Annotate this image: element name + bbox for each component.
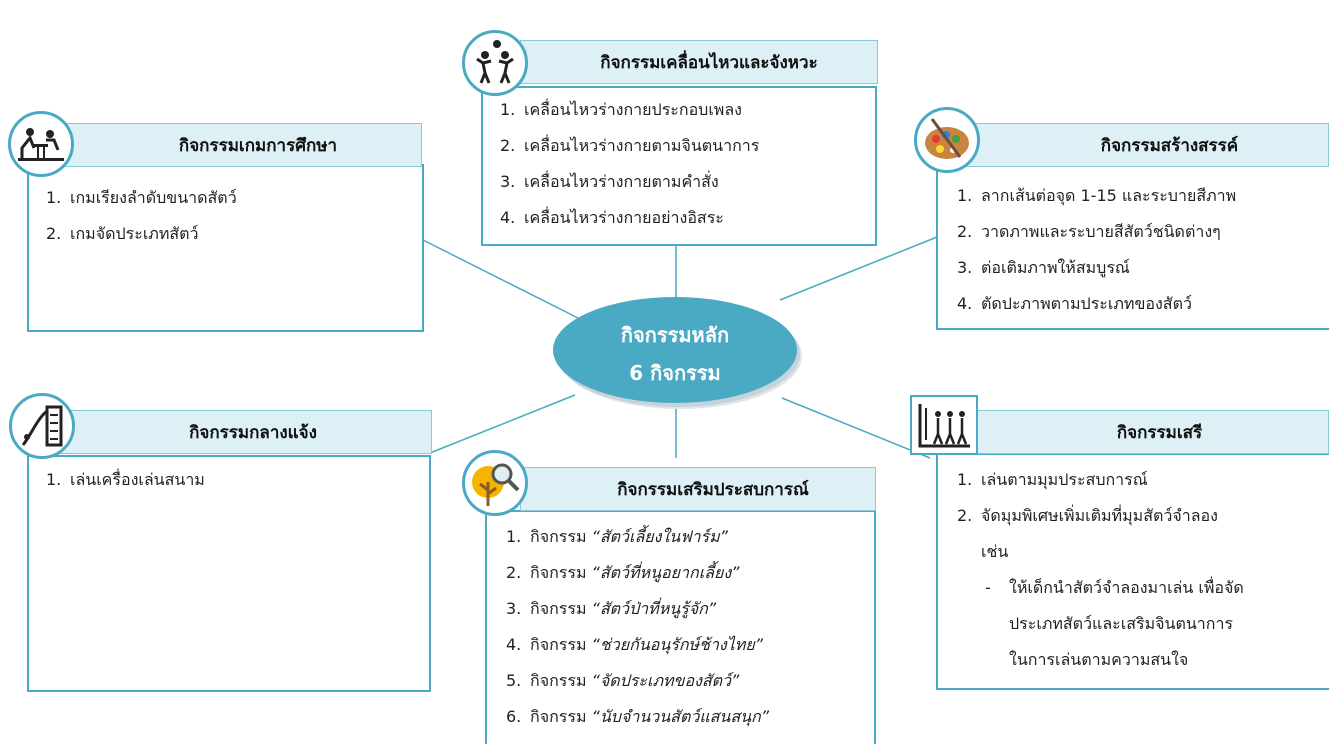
connector-bottom-right bbox=[781, 397, 931, 459]
experience-title: กิจกรรมเสริมประสบการณ์ bbox=[617, 479, 809, 500]
movement-list: 1.เคลื่อนไหวร่างกายประกอบเพลง 2.เคลื่อนไ… bbox=[500, 92, 759, 236]
list-item: 3.เคลื่อนไหวร่างกายตามคำสั่ง bbox=[500, 172, 719, 191]
movement-box bbox=[481, 86, 877, 246]
list-item: 1.เคลื่อนไหวร่างกายประกอบเพลง bbox=[500, 100, 742, 119]
free-play-header: กิจกรรมเสรี bbox=[960, 410, 1329, 454]
outdoor-list: 1.เล่นเครื่องเล่นสนาม bbox=[46, 462, 205, 498]
list-item: 5.กิจกรรม “จัดประเภทของสัตว์” bbox=[506, 671, 740, 690]
creative-list: 1.ลากเส้นต่อจุด 1-15 และระบายสีภาพ 2.วาด… bbox=[957, 178, 1236, 322]
list-item: 2.กิจกรรม “สัตว์ที่หนูอยากเลี้ยง” bbox=[506, 563, 740, 582]
list-item: 6.กิจกรรม “นับจำนวนสัตว์แสนสนุก” bbox=[506, 707, 770, 726]
list-item: 2.จัดมุมพิเศษเพิ่มเติมที่มุมสัตว์จำลอง bbox=[957, 506, 1218, 525]
paint-palette-icon bbox=[914, 107, 980, 173]
creative-box bbox=[936, 162, 1329, 330]
list-item: 4.กิจกรรม “ช่วยกันอนุรักษ์ช้างไทย” bbox=[506, 635, 763, 654]
playground-slide-icon bbox=[9, 393, 75, 459]
creative-title: กิจกรรมสร้างสรรค์ bbox=[1100, 135, 1239, 156]
outdoor-header: กิจกรรมกลางแจ้ง bbox=[60, 410, 432, 454]
experience-box bbox=[485, 510, 876, 744]
center-line-2: 6 กิจกรรม bbox=[629, 361, 721, 385]
creative-header: กิจกรรมสร้างสรรค์ bbox=[960, 123, 1329, 167]
educational-games-header: กิจกรรมเกมการศึกษา bbox=[60, 123, 422, 167]
outdoor-title: กิจกรรมกลางแจ้ง bbox=[189, 422, 317, 443]
educational-games-title: กิจกรรมเกมการศึกษา bbox=[178, 135, 338, 156]
people-standing-icon bbox=[910, 395, 978, 455]
list-item: 1.เล่นตามมุมประสบการณ์ bbox=[957, 470, 1148, 489]
children-at-table-icon bbox=[8, 111, 74, 177]
list-item: 1.เล่นเครื่องเล่นสนาม bbox=[46, 470, 205, 489]
list-item: 4.ตัดปะภาพตามประเภทของสัตว์ bbox=[957, 294, 1192, 313]
list-item: 1.เกมเรียงลำดับขนาดสัตว์ bbox=[46, 188, 237, 207]
center-ellipse: กิจกรรมหลัก 6 กิจกรรม bbox=[553, 297, 801, 409]
free-play-list: 1.เล่นตามมุมประสบการณ์ 2.จัดมุมพิเศษเพิ่… bbox=[957, 462, 1244, 678]
connector-bottom-left bbox=[429, 394, 576, 454]
list-item: 1.ลากเส้นต่อจุด 1-15 และระบายสีภาพ bbox=[957, 186, 1237, 205]
list-item: 2.วาดภาพและระบายสีสัตว์ชนิดต่างๆ bbox=[957, 222, 1221, 241]
experience-list: 1.กิจกรรม “สัตว์เลี้ยงในฟาร์ม” 2.กิจกรรม… bbox=[506, 519, 769, 735]
list-item: เช่น bbox=[981, 542, 1009, 561]
outdoor-box bbox=[27, 455, 431, 692]
dancing-children-icon bbox=[462, 30, 528, 96]
center-line-1: กิจกรรมหลัก bbox=[620, 323, 730, 347]
free-play-title: กิจกรรมเสรี bbox=[1116, 422, 1203, 443]
list-item: 3.ต่อเติมภาพให้สมบูรณ์ bbox=[957, 258, 1130, 277]
educational-games-list: 1.เกมเรียงลำดับขนาดสัตว์ 2.เกมจัดประเภทส… bbox=[46, 180, 237, 252]
free-play-box bbox=[936, 453, 1329, 690]
list-item: 2.เคลื่อนไหวร่างกายตามจินตนาการ bbox=[500, 136, 760, 155]
list-item: 3.กิจกรรม “สัตว์ป่าที่หนูรู้จัก” bbox=[506, 599, 717, 618]
movement-title: กิจกรรมเคลื่อนไหวและจังหวะ bbox=[600, 52, 818, 73]
magnifier-tree-icon bbox=[462, 450, 528, 516]
list-item: -ให้เด็กนำสัตว์จำลองมาเล่น เพื่อจัด bbox=[985, 578, 1244, 597]
experience-header: กิจกรรมเสริมประสบการณ์ bbox=[520, 467, 876, 511]
list-item: ในการเล่นตามความสนใจ bbox=[1009, 650, 1189, 669]
connector-top-left bbox=[422, 239, 579, 319]
center-ellipse-shape bbox=[553, 297, 797, 403]
movement-header: กิจกรรมเคลื่อนไหวและจังหวะ bbox=[520, 40, 878, 84]
list-item: ประเภทสัตว์และเสริมจินตนาการ bbox=[1009, 614, 1234, 633]
connector-top-right bbox=[779, 236, 938, 301]
list-item: 4.เคลื่อนไหวร่างกายอย่างอิสระ bbox=[500, 208, 724, 227]
list-item: 1.กิจกรรม “สัตว์เลี้ยงในฟาร์ม” bbox=[506, 527, 728, 546]
list-item: 2.เกมจัดประเภทสัตว์ bbox=[46, 224, 199, 243]
